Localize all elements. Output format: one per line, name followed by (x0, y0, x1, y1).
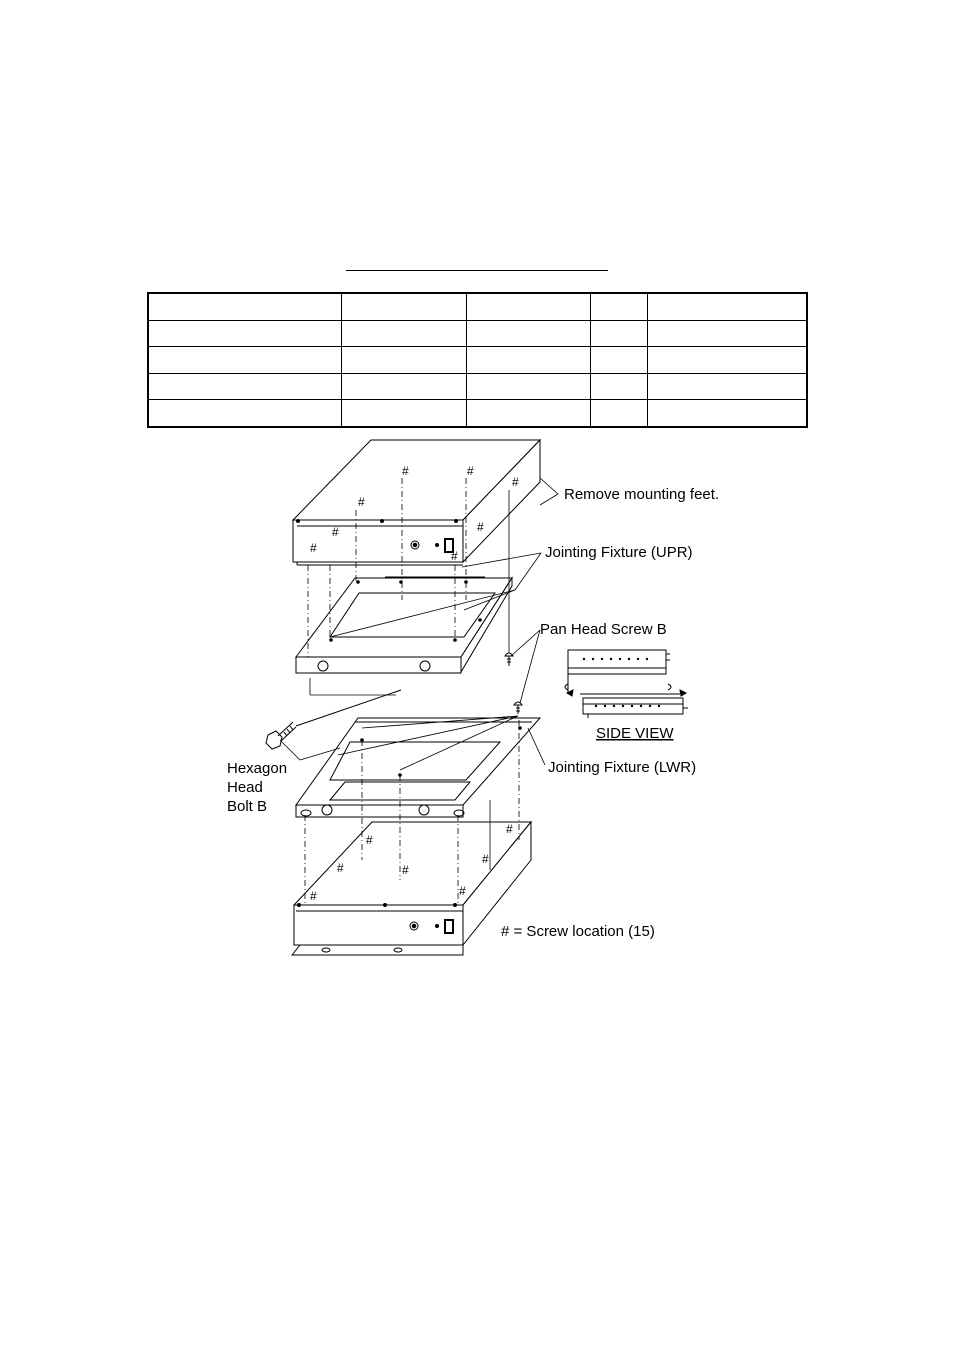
hex-bolt-label-line2: Head (227, 779, 263, 796)
screw-mark: # (358, 495, 365, 509)
side-view-dot (609, 657, 613, 661)
screw-mark: # (337, 861, 344, 875)
side-view-dot (594, 704, 598, 708)
hex-bolt-label-line1: Hexagon (227, 760, 287, 777)
side-view-dot (639, 704, 643, 708)
side-view-dot (627, 657, 631, 661)
screw-legend: # = Screw location (15) (501, 923, 655, 940)
remove-feet-label: Remove mounting feet. (564, 486, 719, 503)
hex-bolt-label-line3: Bolt B (227, 798, 267, 815)
pan-head-screw-lower (513, 701, 523, 714)
side-view (564, 649, 688, 718)
screw-lines (309, 490, 510, 870)
side-view-dot (621, 704, 625, 708)
screw-mark: # (310, 541, 317, 555)
screw-mark: # (332, 525, 339, 539)
table-row (147, 292, 808, 321)
fixture-lwr-label: Jointing Fixture (LWR) (548, 759, 696, 776)
screw-mark: # (366, 833, 373, 847)
table-row (147, 319, 808, 348)
screw-mark: # (467, 464, 474, 478)
table-row (147, 346, 808, 374)
side-view-dot (603, 704, 607, 708)
side-view-dot (582, 657, 586, 661)
side-view-dot (645, 657, 649, 661)
screw-mark: # (402, 863, 409, 877)
alignment-lines (304, 478, 520, 905)
screw-mark: # (512, 475, 519, 489)
side-view-dot (600, 657, 604, 661)
side-view-dot (636, 657, 640, 661)
side-view-dot (648, 704, 652, 708)
side-view-screw-dots (582, 657, 661, 708)
side-view-dot (657, 704, 661, 708)
lower-unit (290, 820, 533, 956)
leader-lines (279, 477, 559, 771)
pan-head-screw-upper (504, 652, 514, 666)
side-view-dot (630, 704, 634, 708)
screw-mark: # (459, 884, 466, 898)
side-view-label: SIDE VIEW (596, 725, 674, 742)
screw-mark: # (402, 464, 409, 478)
screw-mark: # (506, 822, 513, 836)
fixture-upr (295, 576, 513, 674)
screw-mark: # (310, 889, 317, 903)
table-row (147, 372, 808, 401)
parts-table (147, 292, 808, 428)
side-view-dot (591, 657, 595, 661)
title-underline (346, 270, 608, 271)
upper-unit (291, 438, 542, 566)
fixture-upr-label: Jointing Fixture (UPR) (545, 544, 693, 561)
hexagon-bolt-icon (265, 689, 402, 750)
fixture-lwr (295, 717, 542, 818)
screw-mark: # (451, 549, 458, 563)
side-view-dot (618, 657, 622, 661)
pan-head-screw-label: Pan Head Screw B (540, 621, 667, 638)
screw-mark: # (482, 852, 489, 866)
screw-mark: # (477, 520, 484, 534)
side-view-dot (612, 704, 616, 708)
table-row (147, 399, 808, 428)
